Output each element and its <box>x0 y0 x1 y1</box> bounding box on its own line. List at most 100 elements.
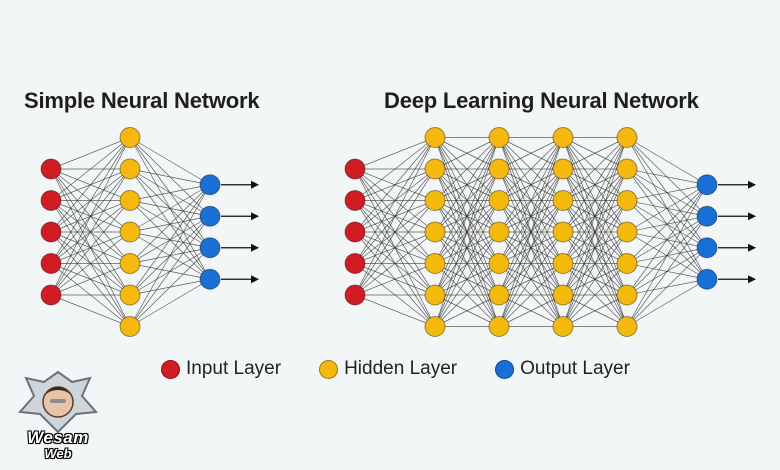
deep-hidden-node <box>424 253 446 274</box>
deep-hidden-node <box>552 316 574 337</box>
deep-connection <box>498 263 564 327</box>
simple-output-node <box>199 237 221 259</box>
simple-hidden-node <box>119 127 141 148</box>
deep-connection <box>626 216 708 327</box>
simple-input-node <box>40 190 62 211</box>
deep-hidden-node <box>616 253 638 274</box>
watermark-line2: Web <box>44 446 72 461</box>
simple-input-node <box>40 253 62 274</box>
output-arrows <box>221 180 756 284</box>
deep-hidden-node <box>616 158 638 180</box>
watermark-line1: Wesam <box>27 428 89 447</box>
deep-connection <box>354 168 436 296</box>
deep-connection <box>498 200 564 327</box>
deep-hidden-node <box>424 284 446 306</box>
deep-connection <box>354 231 436 296</box>
deep-connection <box>434 263 500 327</box>
deep-connection <box>434 168 500 327</box>
deep-connection <box>498 137 564 233</box>
simple-connection <box>50 137 131 201</box>
simple-network-title: Simple Neural Network <box>24 88 260 113</box>
deep-connection <box>562 294 628 327</box>
hidden-layer-swatch <box>319 359 339 379</box>
deep-connection <box>434 137 500 170</box>
simple-connection <box>129 247 211 327</box>
deep-connection <box>498 137 564 201</box>
simple-output-node <box>199 174 221 196</box>
deep-connection <box>434 231 500 327</box>
simple-output-node <box>199 205 221 227</box>
simple-output-node <box>199 268 221 290</box>
deep-connection <box>626 184 708 327</box>
deep-connection <box>562 137 628 170</box>
deep-connection <box>498 137 564 264</box>
legend-hidden-label: Hidden Layer <box>344 358 458 379</box>
simple-connection <box>50 168 131 296</box>
deep-hidden-node <box>488 158 510 180</box>
simple-input-node <box>40 158 62 180</box>
deep-hidden-node <box>488 284 510 306</box>
simple-connection <box>50 231 131 296</box>
simple-hidden-node <box>119 158 141 180</box>
simple-connection <box>50 137 131 233</box>
deep-input-node <box>344 158 366 180</box>
deep-output-node <box>696 174 718 196</box>
simple-connection <box>129 184 211 201</box>
deep-connection <box>354 263 436 296</box>
deep-hidden-node <box>552 190 574 211</box>
deep-connection <box>626 184 708 201</box>
simple-connection <box>50 200 131 296</box>
deep-connection <box>434 137 500 327</box>
simple-connection <box>129 184 211 233</box>
deep-connection <box>626 168 708 186</box>
simple-connection <box>129 278 211 327</box>
deep-connection <box>498 137 564 327</box>
deep-connection <box>562 200 628 327</box>
deep-connection <box>562 231 628 327</box>
deep-connection <box>562 137 628 327</box>
deep-output-node <box>696 268 718 290</box>
simple-input-node <box>40 221 62 243</box>
deep-connection <box>498 168 564 327</box>
deep-connection <box>562 137 628 233</box>
simple-connection <box>129 184 211 264</box>
simple-hidden-node <box>119 221 141 243</box>
deep-hidden-node <box>488 221 510 243</box>
deep-input-node <box>344 221 366 243</box>
deep-connection <box>434 137 500 264</box>
deep-connection <box>354 137 436 233</box>
deep-hidden-node <box>424 316 446 337</box>
watermark-logo: Wesam Web <box>12 368 104 464</box>
simple-hidden-node <box>119 284 141 306</box>
simple-connection <box>129 216 211 327</box>
deep-connection <box>498 231 564 327</box>
deep-connection <box>354 137 436 296</box>
deep-hidden-node <box>424 221 446 243</box>
deep-connection <box>626 184 708 296</box>
simple-connection <box>50 137 131 296</box>
deep-input-node <box>344 190 366 211</box>
simple-network-connections <box>50 137 211 327</box>
deep-connection <box>354 200 436 296</box>
deep-hidden-node <box>552 158 574 180</box>
simple-input-node <box>40 284 62 306</box>
simple-connection <box>129 184 211 296</box>
deep-hidden-node <box>616 316 638 337</box>
deep-hidden-node <box>488 253 510 274</box>
deep-connection <box>562 263 628 327</box>
deep-network-title: Deep Learning Neural Network <box>384 88 699 113</box>
deep-hidden-node <box>488 127 510 148</box>
simple-connection <box>129 137 211 186</box>
legend-input: Input Layer <box>161 358 281 380</box>
deep-hidden-node <box>424 190 446 211</box>
deep-hidden-node <box>424 158 446 180</box>
deep-connection <box>498 137 564 170</box>
deep-connection <box>562 137 628 264</box>
deep-hidden-node <box>552 221 574 243</box>
legend-hidden: Hidden Layer <box>319 358 457 380</box>
deep-connection <box>498 294 564 327</box>
output-layer-swatch <box>495 359 515 379</box>
deep-hidden-node <box>616 127 638 148</box>
deep-hidden-node <box>616 284 638 306</box>
